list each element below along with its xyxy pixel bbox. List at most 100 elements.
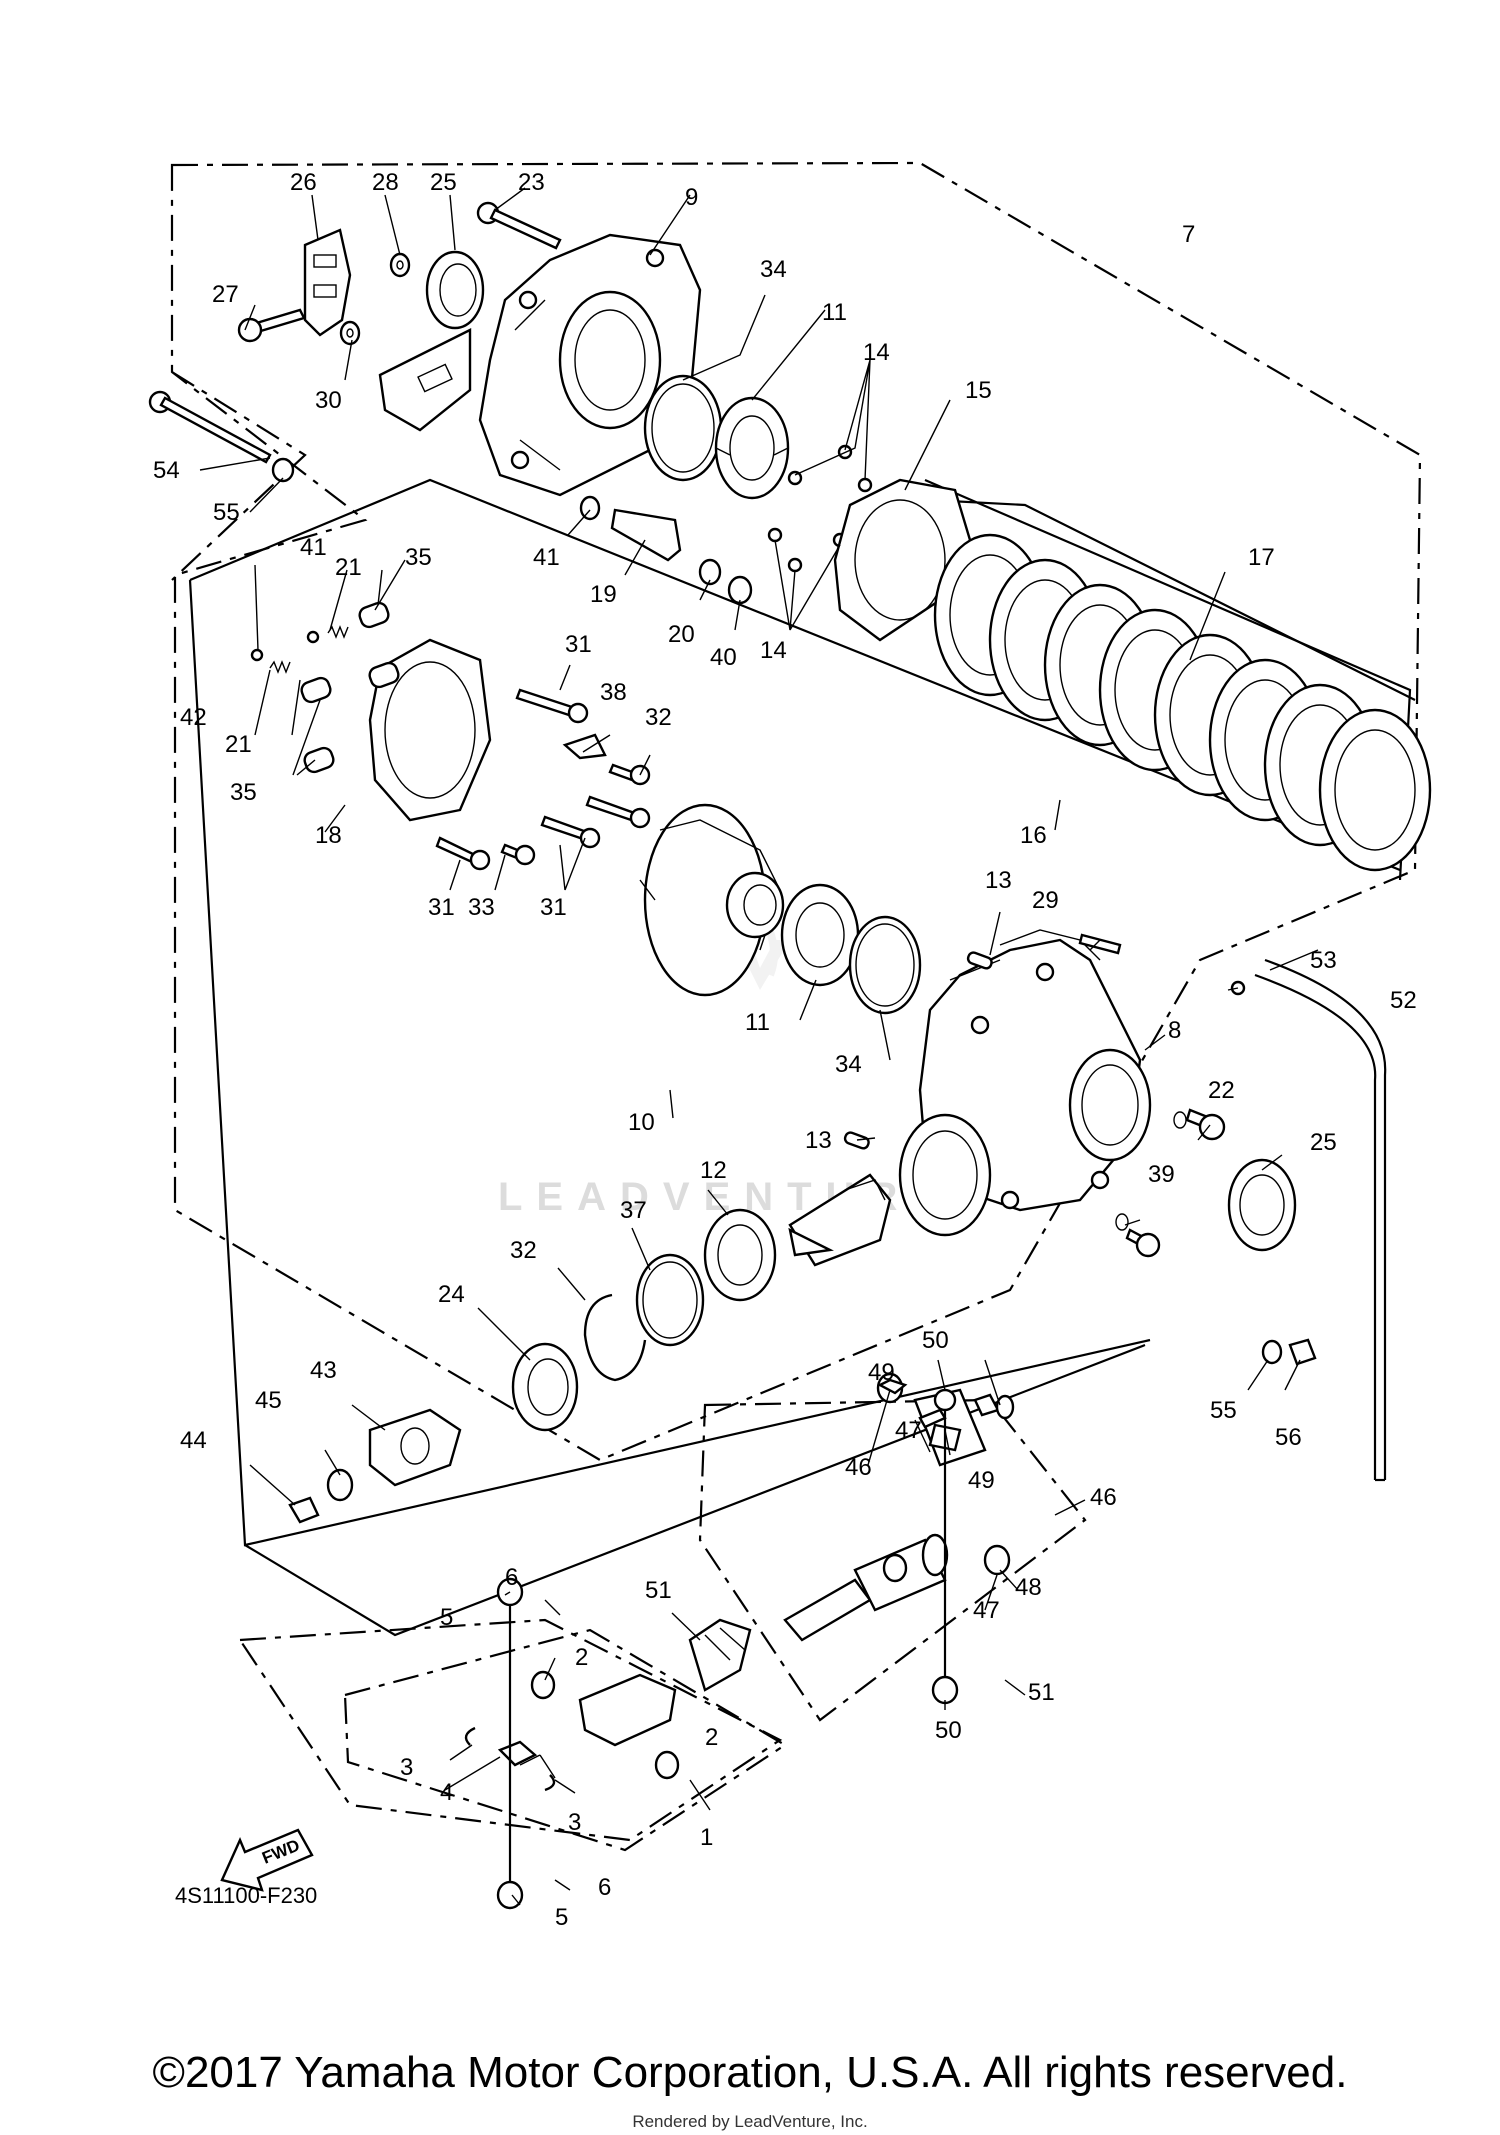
callout-16: 16 [1020, 822, 1047, 849]
part-11-bearing [714, 396, 790, 500]
callout-21: 21 [335, 554, 362, 581]
copyright-notice: ©2017 Yamaha Motor Corporation, U.S.A. A… [152, 2048, 1348, 2097]
part-52-breather-hose [1230, 958, 1387, 1482]
part-16-17-clutch-plates [933, 533, 1432, 872]
callout-3b: 3 [568, 1809, 581, 1836]
callout-34b: 34 [835, 1051, 862, 1078]
callout-7: 7 [1182, 221, 1195, 248]
callout-56: 56 [1275, 1424, 1302, 1451]
callout-25b: 25 [1310, 1129, 1337, 1156]
part-55-56 [1261, 1338, 1317, 1366]
part-13-dowel-pins [843, 951, 993, 1150]
callout-30: 30 [315, 387, 342, 414]
callout-34: 34 [760, 256, 787, 283]
callout-2b: 2 [705, 1724, 718, 1751]
callout-24: 24 [438, 1281, 465, 1308]
part-10-ring-gear [639, 803, 785, 997]
part-25-oil-seal [425, 250, 485, 330]
callout-21b: 21 [225, 731, 252, 758]
callout-32: 32 [645, 704, 672, 731]
part-35-21-41-small [250, 601, 400, 774]
callout-33: 32 [510, 1237, 537, 1264]
callout-32b: 33 [468, 894, 495, 921]
callout-25: 25 [430, 169, 457, 196]
callout-46b: 47 [973, 1597, 1000, 1624]
part-34-o-ring [643, 374, 723, 482]
callout-10: 10 [628, 1109, 655, 1136]
callout-50b: 51 [1028, 1679, 1055, 1706]
callout-23: 23 [518, 169, 545, 196]
drawing-code: 4S11100-F230 [175, 1883, 317, 1908]
callout-31c: 31 [540, 894, 567, 921]
callout-22: 22 [1208, 1077, 1235, 1104]
part-27-bolt [237, 308, 306, 343]
callout-40: 41 [533, 544, 560, 571]
callout-54: 54 [153, 457, 180, 484]
leader-lines [199, 187, 1319, 1906]
callout-48: 49 [968, 1467, 995, 1494]
callout-53: 53 [1310, 947, 1337, 974]
callout-31: 31 [565, 631, 592, 658]
callout-43: 44 [180, 1427, 207, 1454]
callout-50: 50 [922, 1327, 949, 1354]
callout-19: 19 [590, 581, 617, 608]
part-25-lower-seal [1227, 1158, 1297, 1252]
fwd-arrow-icon: FWD [220, 1828, 314, 1892]
callout-17: 17 [1248, 544, 1275, 571]
part-29-clip [1078, 933, 1122, 955]
callout-labels: 26 28 25 23 9 7 27 34 11 14 30 15 54 55 … [153, 169, 1417, 1931]
callout-3: 3 [400, 1754, 413, 1781]
part-26-bracket [303, 228, 472, 432]
callout-41b: 42 [180, 704, 207, 731]
callout-11b: 11 [745, 1009, 770, 1036]
part-45-drive-shaft [783, 1388, 987, 1680]
callout-20: 20 [668, 621, 695, 648]
callout-35: 35 [405, 544, 432, 571]
callout-15: 15 [965, 377, 992, 404]
callout-49b: 50 [935, 1717, 962, 1744]
callout-14: 14 [863, 339, 890, 366]
callout-13b: 13 [805, 1127, 832, 1154]
part-28-30-washers [339, 252, 411, 346]
callout-35b: 35 [230, 779, 257, 806]
callout-47b: 48 [1015, 1574, 1042, 1601]
part-31-32-bolts [435, 688, 651, 871]
rendered-by-notice: Rendered by LeadVenture, Inc. [632, 2112, 868, 2131]
callout-45: 46 [1090, 1484, 1117, 1511]
callout-8: 8 [1168, 1017, 1181, 1044]
callout-47: 47 [895, 1417, 922, 1444]
group-outlines [170, 161, 1422, 1852]
callout-6: 6 [505, 1564, 518, 1591]
part-54-long-bolt [148, 390, 295, 483]
callout-28: 28 [372, 169, 399, 196]
part-36-33-24 [511, 1253, 705, 1432]
part-22-37-bolts [1115, 1108, 1226, 1258]
part-42-yoke [288, 1408, 462, 1524]
callout-14b: 14 [760, 637, 787, 664]
callout-31b: 31 [428, 894, 455, 921]
part-46-50-cross [876, 1372, 1015, 1705]
callout-11: 11 [822, 299, 847, 326]
part-19-40-20-39 [579, 495, 753, 605]
callout-39: 40 [710, 644, 737, 671]
callout-5: 5 [440, 1604, 453, 1631]
part-51-boot [688, 1618, 752, 1692]
callout-49: 49 [868, 1359, 895, 1386]
callout-6b: 6 [598, 1874, 611, 1901]
callout-55b: 55 [1210, 1397, 1237, 1424]
callout-38: 38 [600, 679, 627, 706]
callout-36: 37 [620, 1197, 647, 1224]
part-1-assembly [464, 1577, 680, 1910]
callout-42: 43 [310, 1357, 337, 1384]
callout-26: 26 [290, 169, 317, 196]
callout-55: 55 [213, 499, 240, 526]
callout-9: 9 [685, 184, 698, 211]
part-18-plate [368, 638, 492, 822]
callout-52: 52 [1390, 987, 1417, 1014]
callout-29: 29 [1032, 887, 1059, 914]
part-8-main-housing [898, 929, 1152, 1237]
callout-12: 12 [700, 1157, 727, 1184]
callout-2: 2 [575, 1644, 588, 1671]
callout-46: 46 [845, 1454, 872, 1481]
